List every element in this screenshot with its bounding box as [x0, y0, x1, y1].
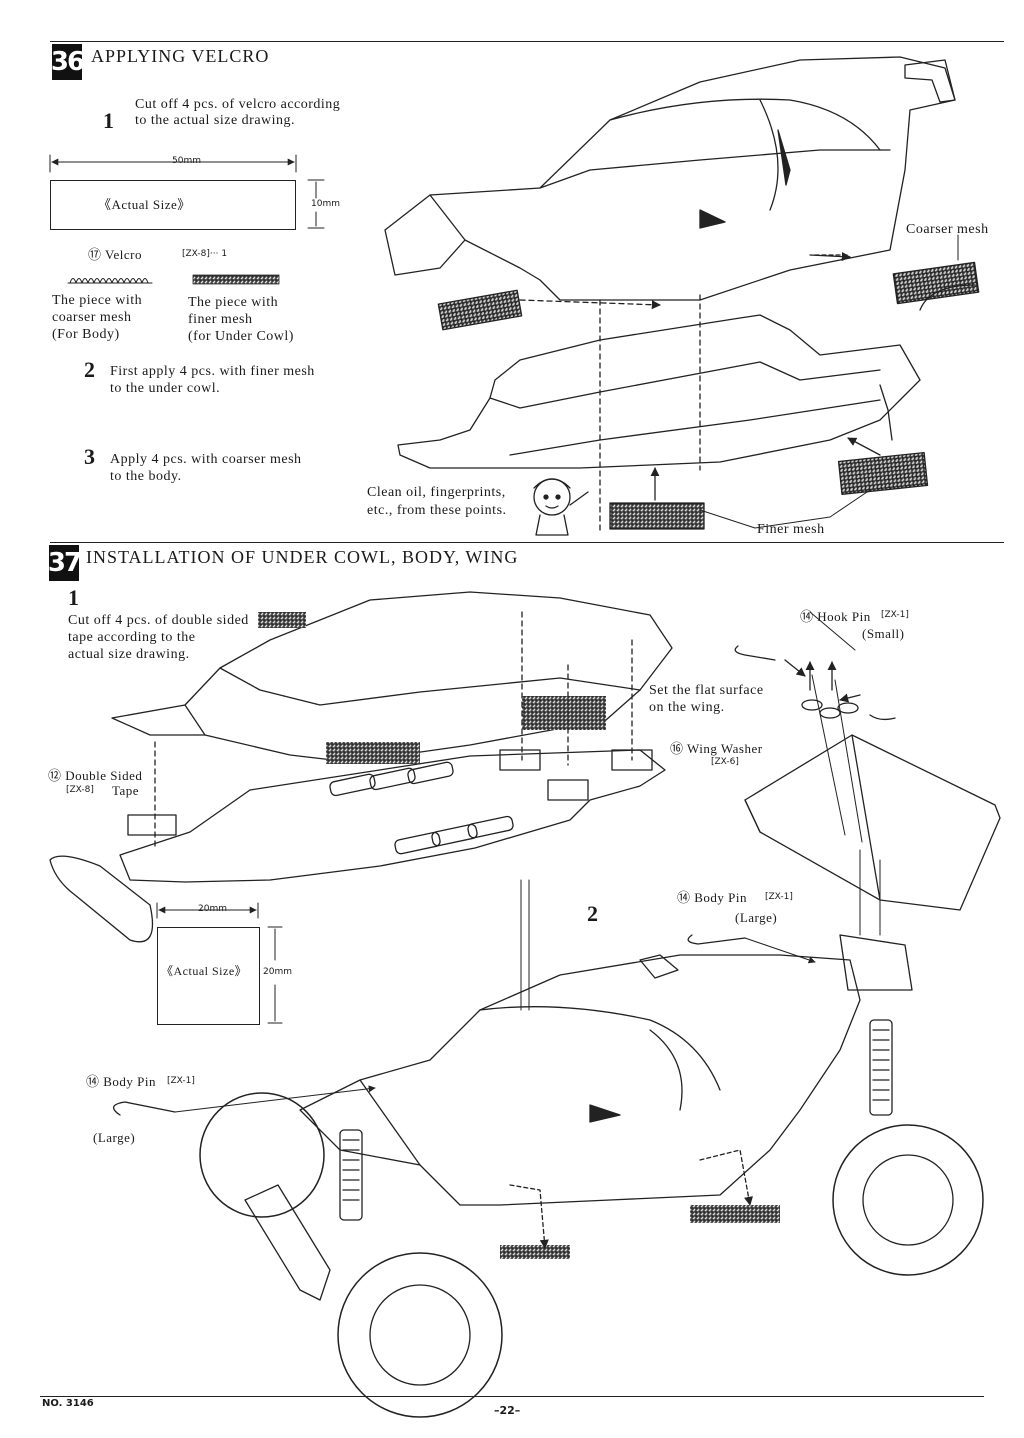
s37-step2-number: 2 [587, 901, 598, 926]
s37-actual-size-box [157, 927, 260, 1025]
s37-chassis [49, 749, 666, 943]
s36-step2-line1: First apply 4 pcs. with finer mesh [110, 364, 315, 379]
page-number: –22– [494, 1404, 521, 1417]
coarser-piece-line1: The piece with [52, 293, 143, 308]
wing-washer-part: [ZX-6] [711, 757, 739, 767]
double-sided-label: ⑫ Double Sided [48, 768, 143, 783]
finer-piece-line2: finer mesh [188, 312, 253, 327]
s36-step1-line1: Cut off 4 pcs. of velcro according [135, 97, 341, 112]
s37-step1-line3: actual size drawing. [68, 647, 190, 662]
body-pin-left-size: (Large) [93, 1130, 136, 1145]
s36-body-shell [384, 56, 956, 531]
s36-actual-size-box [50, 180, 296, 230]
s37-assembled-car [113, 849, 984, 1418]
s37-under-cowl [111, 591, 673, 851]
footer-rule [40, 1396, 984, 1397]
finer-piece-line3: (for Under Cowl) [188, 329, 294, 344]
s36-velcro-coarse-right [892, 261, 980, 311]
flat-surface-line1: Set the flat surface [649, 683, 764, 698]
body-pin-left-label: ⑭ Body Pin [86, 1074, 157, 1089]
tape-label: Tape [112, 783, 140, 798]
s37-dimension-lines [156, 902, 283, 1024]
flat-surface-line2: on the wing. [649, 700, 725, 715]
wing [734, 611, 1001, 911]
coarser-piece-line2: coarser mesh [52, 310, 132, 325]
clean-note-line2: etc., from these points. [367, 503, 507, 518]
s37-step1-number: 1 [68, 585, 79, 610]
velcro-label: ⑰ Velcro [88, 247, 142, 262]
s36-velcro-fine-right [837, 451, 929, 496]
section-36-title: APPLYING VELCRO [91, 46, 270, 66]
s36-step3-line2: to the body. [110, 469, 182, 484]
s36-velcro-fine-center [609, 502, 705, 530]
s37-actual-size-label: 《Actual Size》 [161, 964, 248, 978]
s36-actual-size-label: 《Actual Size》 [98, 197, 191, 212]
body-pin-left-part: [ZX-1] [167, 1076, 195, 1086]
s36-dim-height: 10mm [311, 199, 340, 209]
s36-step1-line2: to the actual size drawing. [135, 113, 296, 128]
model-number: NO. 3146 [42, 1398, 94, 1409]
mascot-icon [533, 478, 589, 536]
finer-piece-line1: The piece with [188, 295, 279, 310]
section-37-title: INSTALLATION OF UNDER COWL, BODY, WING [86, 547, 519, 567]
finer-mesh-leader [699, 489, 871, 529]
body-pin-right-label: ⑭ Body Pin [677, 890, 748, 905]
s36-step2-number: 2 [84, 357, 95, 382]
velcro-part-number: [ZX-8]··· 1 [182, 249, 228, 259]
s37-step1-line1: Cut off 4 pcs. of double sided [68, 613, 249, 628]
s36-dim-width: 50mm [170, 156, 203, 166]
s37-step1-line2: tape according to the [68, 630, 196, 645]
s37-dim-height: 20mm [263, 967, 292, 977]
s36-step3-number: 3 [84, 444, 95, 469]
section-36-number: 36 [51, 44, 85, 80]
s36-velcro-coarse-left [437, 289, 523, 331]
wing-washer-label: ⑯ Wing Washer [670, 741, 763, 756]
s36-step3-line1: Apply 4 pcs. with coarser mesh [110, 452, 302, 467]
s36-step1-number: 1 [103, 108, 114, 133]
s36-step2-line2: to the under cowl. [110, 381, 221, 396]
clean-note-line1: Clean oil, fingerprints, [367, 485, 506, 500]
double-sided-part: [ZX-8] [66, 785, 94, 795]
s36-dimension-lines [49, 154, 325, 229]
s36-under-cowl [397, 314, 921, 469]
hook-pin-part: [ZX-1] [881, 610, 909, 620]
hook-pin-size: (Small) [862, 626, 905, 641]
section-37-rule [50, 542, 1004, 543]
coarser-mesh-label: Coarser mesh [906, 222, 989, 237]
s36-arrow-up-right [847, 437, 881, 456]
hook-pin-label: ⑭ Hook Pin [800, 609, 871, 624]
body-pin-right-size: (Large) [735, 910, 778, 925]
s37-dim-width: 20mm [196, 904, 229, 914]
body-pin-right-part: [ZX-1] [765, 892, 793, 902]
coarser-piece-line3: (For Body) [52, 327, 120, 342]
velcro-fine-icon [192, 274, 280, 285]
section-36-rule [50, 41, 1004, 42]
section-37-number: 37 [48, 545, 82, 581]
velcro-coarse-icon [67, 277, 153, 284]
